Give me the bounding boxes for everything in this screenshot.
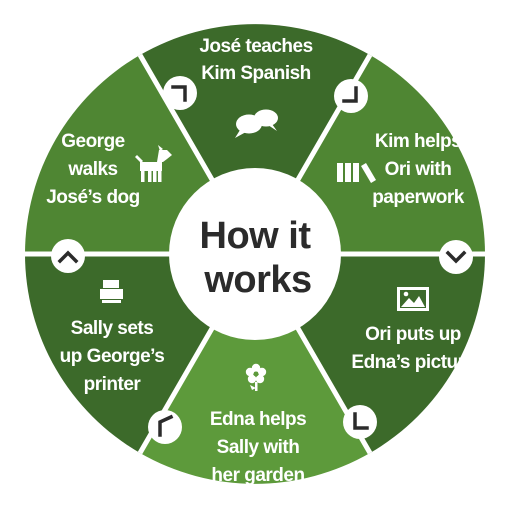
segment-lower-right-content: Ori puts up Edna’s picture: [351, 287, 475, 373]
segment-top-line1: José teaches: [199, 36, 312, 57]
segment-top-content: José teaches Kim Spanish: [199, 36, 313, 138]
printer-icon: [100, 280, 123, 303]
segment-lower-left-line1: Sally sets: [71, 318, 154, 339]
arrow-badge-bottom-left: [148, 410, 182, 444]
arrow-badge-bottom-right: [343, 405, 377, 439]
segment-lower-left-content: Sally sets up George’s printer: [60, 280, 165, 395]
segment-lower-left-line2: up George’s: [60, 346, 165, 367]
segment-bottom-line3: her garden: [211, 465, 304, 486]
segment-upper-right-line1: Kim helps: [375, 131, 461, 152]
segment-bottom-line2: Sally with: [217, 437, 300, 458]
segment-upper-left-content: George walks José’s dog: [46, 131, 172, 208]
arrow-badge-top-right: [334, 79, 368, 113]
flower-icon: [245, 363, 267, 391]
picture-icon: [397, 287, 429, 311]
dog-icon: [135, 145, 172, 182]
segment-lower-right-line2: Edna’s picture: [351, 352, 474, 373]
center-title-line2: works: [203, 259, 311, 301]
books-icon: [337, 163, 376, 183]
segment-lower-left-line3: printer: [84, 374, 142, 395]
speech-bubbles-icon: [235, 109, 278, 138]
segment-upper-left-line2: walks: [67, 159, 117, 180]
segment-upper-right-line3: paperwork: [372, 187, 465, 208]
segment-bottom-content: Edna helps Sally with her garden: [210, 363, 307, 486]
arrow-badge-right: [439, 240, 473, 274]
center-title-line1: How it: [200, 215, 312, 257]
segment-upper-right-content: Kim helps Ori with paperwork: [337, 131, 465, 208]
arrow-badge-left: [51, 239, 85, 273]
segment-upper-left-line1: George: [61, 131, 125, 152]
segment-upper-right-line2: Ori with: [385, 159, 452, 180]
center-circle: [169, 168, 341, 340]
segment-lower-right-line1: Ori puts up: [365, 324, 461, 345]
segment-top-line2: Kim Spanish: [201, 63, 311, 84]
segment-top: [140, 24, 370, 254]
segment-upper-left-line3: José’s dog: [46, 187, 140, 208]
segment-bottom-line1: Edna helps: [210, 409, 306, 430]
arrow-badge-top-left: [163, 76, 197, 110]
